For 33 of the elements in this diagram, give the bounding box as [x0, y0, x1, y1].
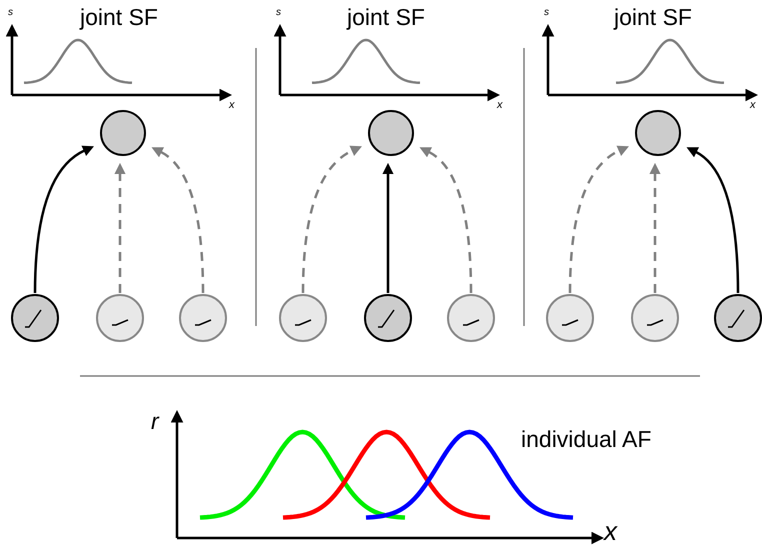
- input-neuron-circle: [278, 293, 328, 343]
- input-neuron-circle: [363, 293, 413, 343]
- input-neuron-circle: [95, 293, 145, 343]
- arrow: [34, 145, 94, 294]
- input-neuron-circle: [545, 293, 595, 343]
- axis-label: x: [497, 100, 502, 111]
- axis-label: r: [151, 410, 159, 433]
- arrow: [114, 162, 126, 293]
- arrow: [649, 162, 661, 293]
- input-neuron-circle: [446, 293, 496, 343]
- input-neuron-circle: [10, 293, 60, 343]
- arrow: [568, 145, 629, 294]
- axis-label: x: [229, 100, 234, 111]
- input-neuron-circle: [713, 293, 762, 343]
- axis-label: x: [750, 100, 756, 111]
- plot-title: joint SF: [80, 6, 158, 29]
- arrow: [152, 146, 204, 294]
- plot-title: joint SF: [347, 6, 425, 29]
- input-neuron-circle: [630, 293, 680, 343]
- plot-title: individual AF: [521, 428, 652, 451]
- output-neuron-circle: [634, 109, 682, 157]
- output-neuron-circle: [99, 109, 147, 157]
- arrow: [686, 146, 740, 294]
- arrow: [420, 146, 472, 294]
- axis-label: x: [604, 518, 617, 544]
- plot-title: joint SF: [614, 6, 692, 29]
- arrow: [302, 145, 362, 294]
- axis-label: s: [276, 8, 281, 18]
- axis-label: s: [544, 8, 549, 18]
- output-neuron-circle: [367, 109, 415, 157]
- input-neuron-circle: [178, 293, 228, 343]
- axis-label: s: [8, 8, 13, 18]
- arrow: [382, 162, 394, 293]
